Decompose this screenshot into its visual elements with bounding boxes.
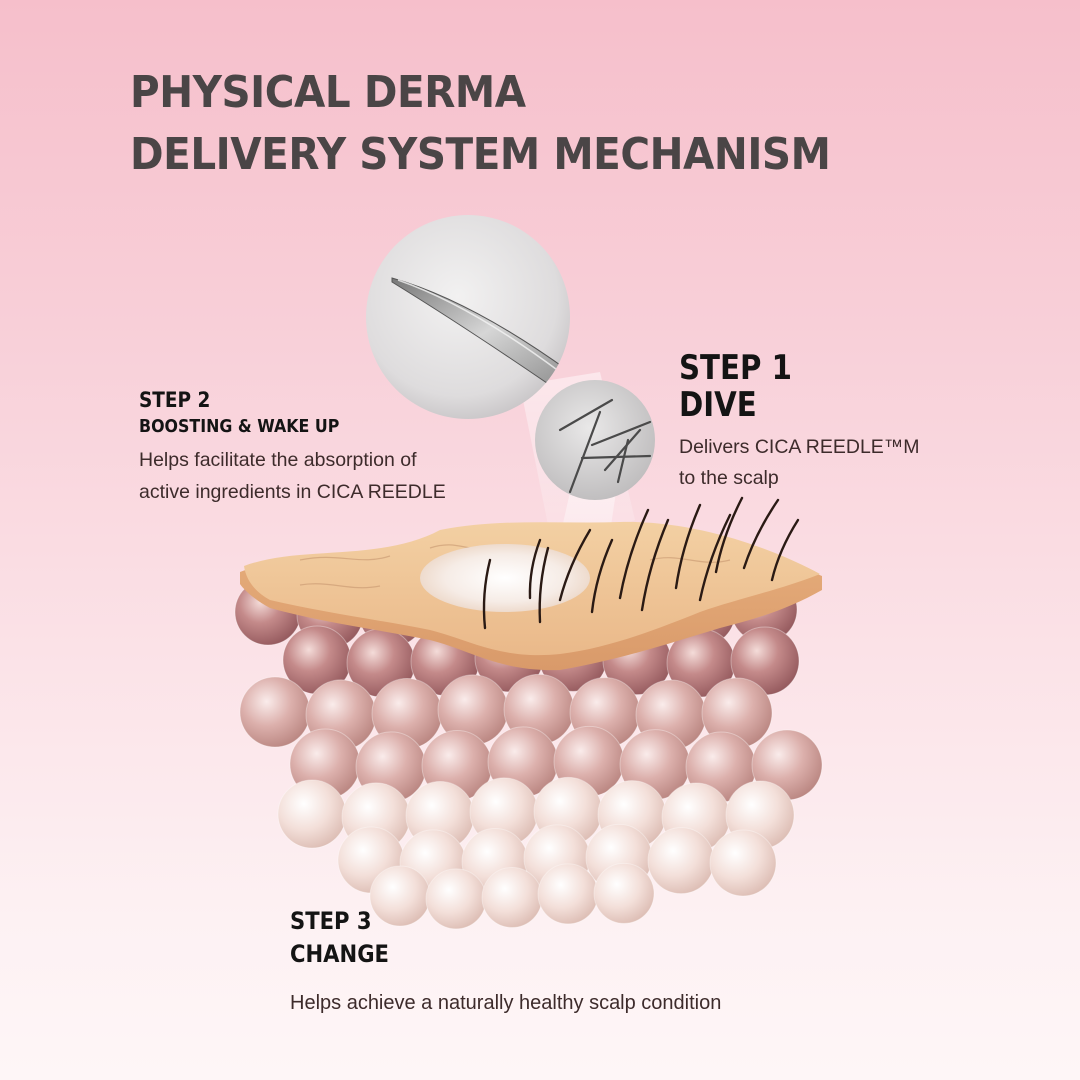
step-3-description: Helps achieve a naturally healthy scalp … (290, 992, 722, 1014)
step-3-number: STEP 3 (290, 907, 372, 935)
step-1-description-line-2: to the scalp (679, 467, 779, 489)
needle-magnified-icon (366, 215, 570, 419)
hair-strand (528, 538, 542, 600)
skin-surface (240, 521, 822, 671)
step-1-description-line-1: Delivers CICA REEDLE™M (679, 436, 920, 458)
scalp-hairs (482, 496, 800, 630)
microneedles-magnified-icon (535, 380, 655, 500)
step-2-block: STEP 2 BOOSTING & WAKE UP Helps facilita… (139, 386, 446, 508)
hair-strand (674, 503, 702, 590)
cell-sphere (709, 829, 777, 897)
step-2-description-line-2: active ingredients in CICA REEDLE (139, 481, 446, 503)
step-2-description: Helps facilitate the absorption of activ… (139, 444, 446, 508)
page-title: PHYSICAL DERMA DELIVERY SYSTEM MECHANISM (130, 62, 831, 186)
hair-strand (538, 546, 550, 624)
step-1-name: DIVE (679, 385, 757, 425)
cell-sphere (593, 862, 655, 924)
step-1-description: Delivers CICA REEDLE™M to the scalp (679, 432, 920, 494)
hair-strand (558, 528, 592, 602)
step-2-description-line-1: Helps facilitate the absorption of (139, 449, 417, 471)
step-2-number: STEP 2 (139, 388, 211, 412)
step-3-block: STEP 3 CHANGE Helps achieve a naturally … (290, 905, 721, 1017)
hair-strand (640, 518, 670, 612)
step-1-number: STEP 1 (679, 348, 792, 388)
cell-sphere (647, 827, 715, 895)
title-line-1: PHYSICAL DERMA (130, 67, 526, 118)
hair-strand (482, 558, 492, 630)
hair-strand (698, 513, 732, 602)
hair-strand (770, 518, 800, 582)
step-3-name: CHANGE (290, 940, 389, 968)
step-1-block: STEP 1 DIVE Delivers CICA REEDLE™M to th… (679, 350, 920, 494)
hair-strand (742, 498, 780, 570)
step-2-name: BOOSTING & WAKE UP (139, 416, 340, 437)
cell-sphere (239, 676, 311, 748)
title-line-2: DELIVERY SYSTEM MECHANISM (130, 129, 831, 180)
hair-strand (714, 496, 744, 574)
cell-sphere (277, 779, 347, 849)
hair-strand (590, 538, 614, 614)
hair-strand (618, 508, 650, 600)
